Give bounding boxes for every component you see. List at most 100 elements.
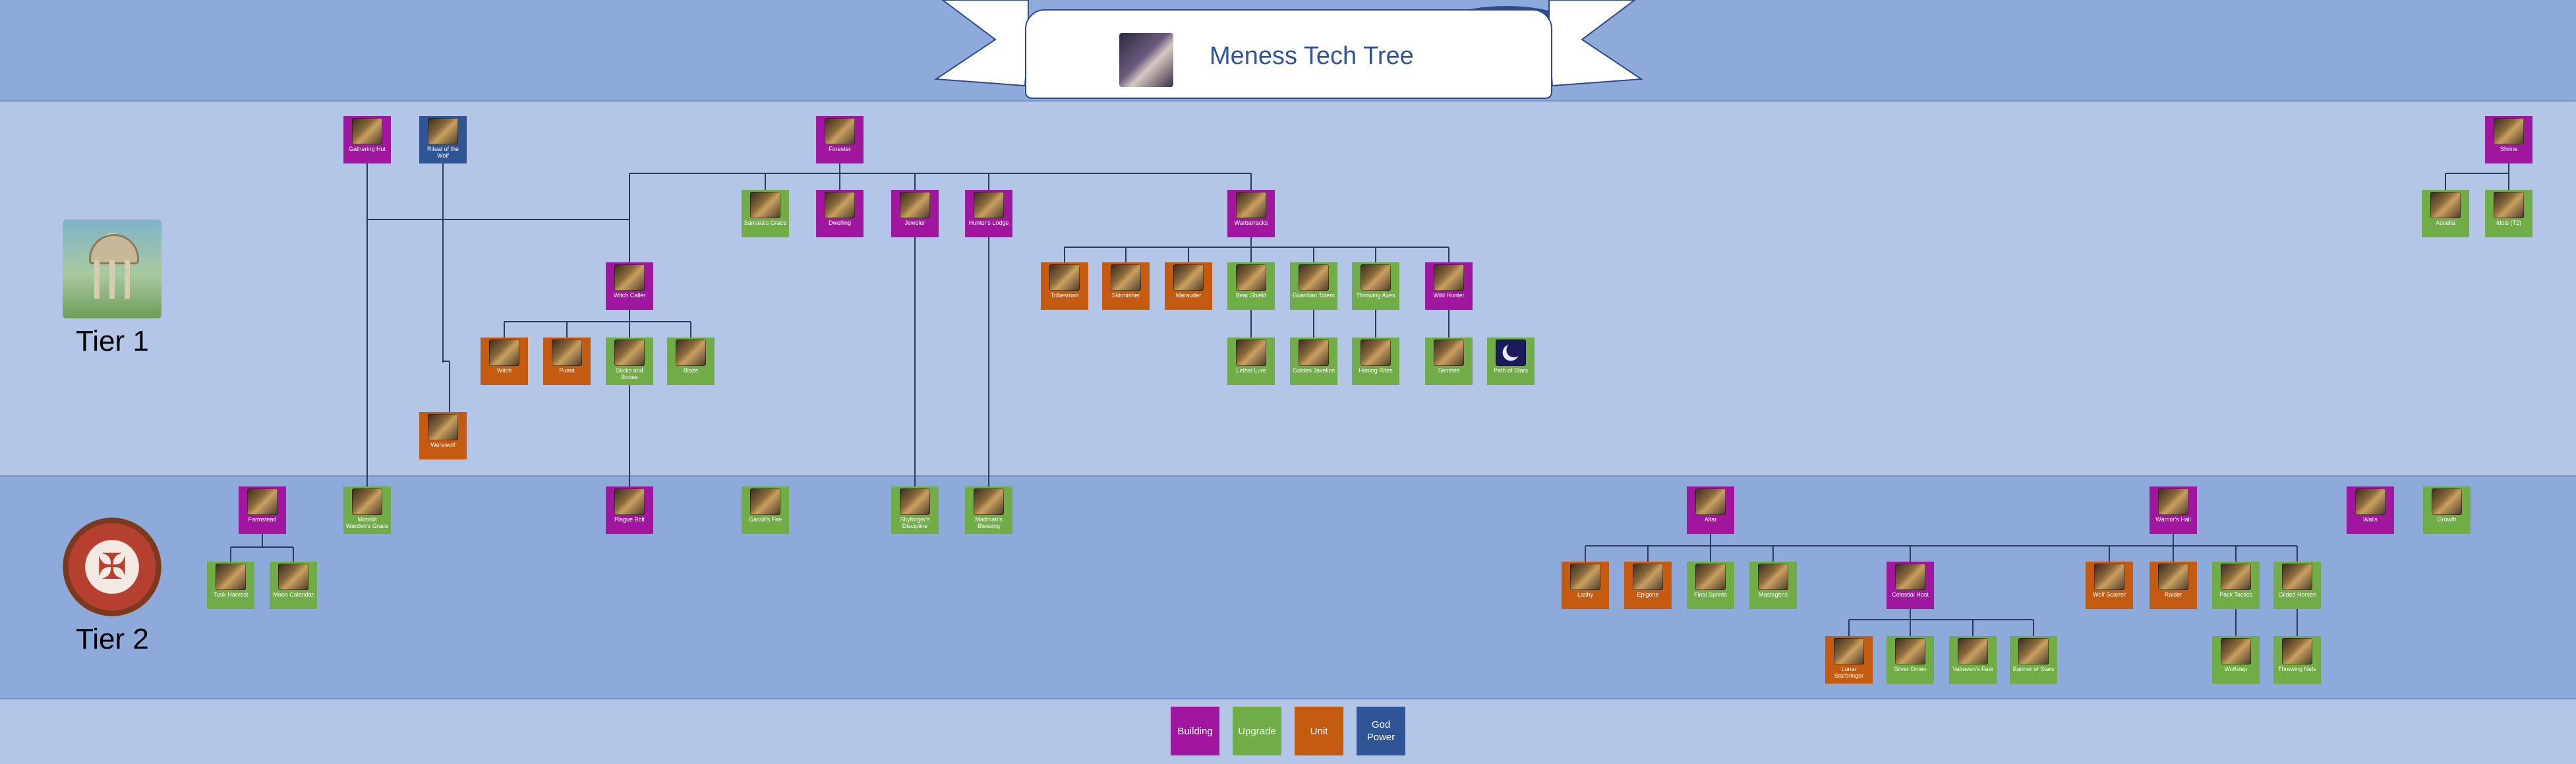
node-banner-of-stars[interactable]: Banner of Stars [2010,636,2057,684]
node-altar[interactable]: Altar [1687,486,1734,534]
node-honing-rites[interactable]: Honing Rites [1352,338,1399,385]
node-growth[interactable]: Growth [2423,486,2471,534]
node-label: Guardian Totem [1293,292,1335,299]
node-label: Warbarracks [1234,220,1268,226]
node-label: Altar [1704,516,1717,523]
node-skyforgers-discipline[interactable]: Skyforger's Discipline [891,486,939,534]
node-ganulls-fire[interactable]: Ganull's Fire [742,486,789,534]
node-label: Silver Omen [1894,666,1927,672]
pillar-shape [94,260,100,299]
node-moon-calendar[interactable]: Moon Calendar [270,562,317,609]
node-wolfstep[interactable]: Wolfstep [2212,636,2260,684]
node-label: Throwing Nets [2277,666,2317,672]
altar-icon [1695,488,1726,515]
raider-icon [2158,564,2188,590]
node-madmans-blessing[interactable]: Madman's Blessing [965,486,1012,534]
node-plague-bolt[interactable]: Plague Bolt [606,486,653,534]
node-label: Moon Calendar [273,591,314,598]
node-marauder[interactable]: Marauder [1165,262,1212,310]
skirmisher-icon [1111,264,1141,291]
node-label: Forester [829,146,851,152]
node-gilded-horses[interactable]: Gilded Horses [2273,562,2321,609]
node-tribesman[interactable]: Tribesman [1041,262,1088,310]
node-sticks-and-bones[interactable]: Sticks and Bones [606,338,653,385]
node-jeweler[interactable]: Jeweler [891,190,939,237]
node-wolf-scarrer[interactable]: Wolf Scarrer [2086,562,2133,609]
node-bear-shield[interactable]: Bear Shield [1227,262,1275,310]
node-warbarracks[interactable]: Warbarracks [1227,190,1275,237]
node-farmstead[interactable]: Farmstead [239,486,286,534]
node-label: Lethal Lure [1236,367,1266,374]
node-dwelling[interactable]: Dwelling [816,190,864,237]
tier-2-image: ✠ [63,517,161,616]
node-epigone[interactable]: Epigone [1624,562,1672,609]
node-label: Dwelling [828,220,851,226]
moonlit-warden-icon [352,488,382,515]
node-lethal-lure[interactable]: Lethal Lure [1227,338,1275,385]
node-label: Hunter's Lodge [968,220,1009,226]
node-pack-tactics[interactable]: Pack Tactics [2212,562,2260,609]
jeweler-icon [900,192,930,218]
witch-caller-icon [614,264,645,291]
node-forester[interactable]: Forester [816,116,864,163]
celestial-host-icon [1895,564,1925,590]
node-label: Pack Tactics [2219,591,2252,598]
plague-bolt-icon [614,488,645,515]
node-skirmisher[interactable]: Skirmisher [1102,262,1150,310]
node-sentries[interactable]: Sentries [1425,338,1473,385]
node-wild-hunter[interactable]: Wild Hunter [1425,262,1473,310]
node-label: Witch [496,367,512,374]
node-hunters-lodge[interactable]: Hunter's Lodge [965,190,1012,237]
node-lashy[interactable]: Lashy [1562,562,1609,609]
tier-2-label: Tier 2 [76,623,149,655]
shrine-icon [2494,118,2524,144]
guardian-totem-icon [1299,264,1329,291]
node-label: Lunar Starbringer [1834,666,1864,679]
god-portrait [1119,33,1173,87]
node-label: Tusk Harvest [213,591,249,598]
node-label: Skirmisher [1111,292,1140,299]
node-werewolf[interactable]: Werewolf [419,412,467,459]
node-tusk-harvest[interactable]: Tusk Harvest [207,562,254,609]
node-mastagens[interactable]: Mastagens [1749,562,1797,609]
node-final-sprints[interactable]: Final Sprints [1687,562,1734,609]
node-idols-t2[interactable]: Idols (T2) [2485,190,2532,237]
node-label: Walls [2363,516,2378,523]
node-label: Sticks and Bones [616,367,643,380]
node-shrine[interactable]: Shrine [2485,116,2532,163]
node-valravens-fast[interactable]: Valraven's Fast [1949,636,1997,684]
node-aseelia[interactable]: Aseelia [2422,190,2469,237]
node-label: Sentries [1438,367,1460,374]
node-witch-caller[interactable]: Witch Caller [606,262,653,310]
node-ritual-of-the-wolf[interactable]: Ritual of the Wolf [419,116,467,163]
node-label: Aseelia [2436,220,2455,226]
node-lunar-starbringer[interactable]: Lunar Starbringer [1825,636,1873,684]
javelins-icon [1299,339,1329,366]
node-walls[interactable]: Walls [2347,486,2394,534]
node-label: Farmstead [248,516,277,523]
forester-icon [825,118,855,144]
node-path-of-stars[interactable]: Path of Stars [1487,338,1535,385]
tier-2-band [0,476,2576,699]
node-puma[interactable]: Puma [543,338,591,385]
walls-icon [2355,488,2386,515]
node-label: Honing Rites [1359,367,1393,374]
node-celestial-host[interactable]: Celestial Host [1887,562,1934,609]
node-blaze[interactable]: Blaze [667,338,715,385]
witch-icon [489,339,519,366]
node-samaras-grace[interactable]: Samara's Grace [742,190,789,237]
node-warriors-hall[interactable]: Warrior's Hall [2150,486,2197,534]
node-gathering-hut[interactable]: Gathering Hut [343,116,391,163]
node-throwing-nets[interactable]: Throwing Nets [2273,636,2321,684]
node-label: Shrine [2500,146,2517,152]
node-throwing-axes[interactable]: Throwing Axes [1352,262,1399,310]
wolfstep-icon [2221,638,2251,664]
node-raider[interactable]: Raider [2150,562,2197,609]
skyforger-icon [900,488,930,515]
node-witch[interactable]: Witch [481,338,528,385]
node-moonlit-warden[interactable]: Moonlit Warden's Grace [343,486,391,534]
node-silver-omen[interactable]: Silver Omen [1887,636,1934,684]
lethal-lure-icon [1236,339,1266,366]
node-guardian-totem[interactable]: Guardian Totem [1290,262,1337,310]
node-golden-javelins[interactable]: Golden Javelins [1290,338,1337,385]
